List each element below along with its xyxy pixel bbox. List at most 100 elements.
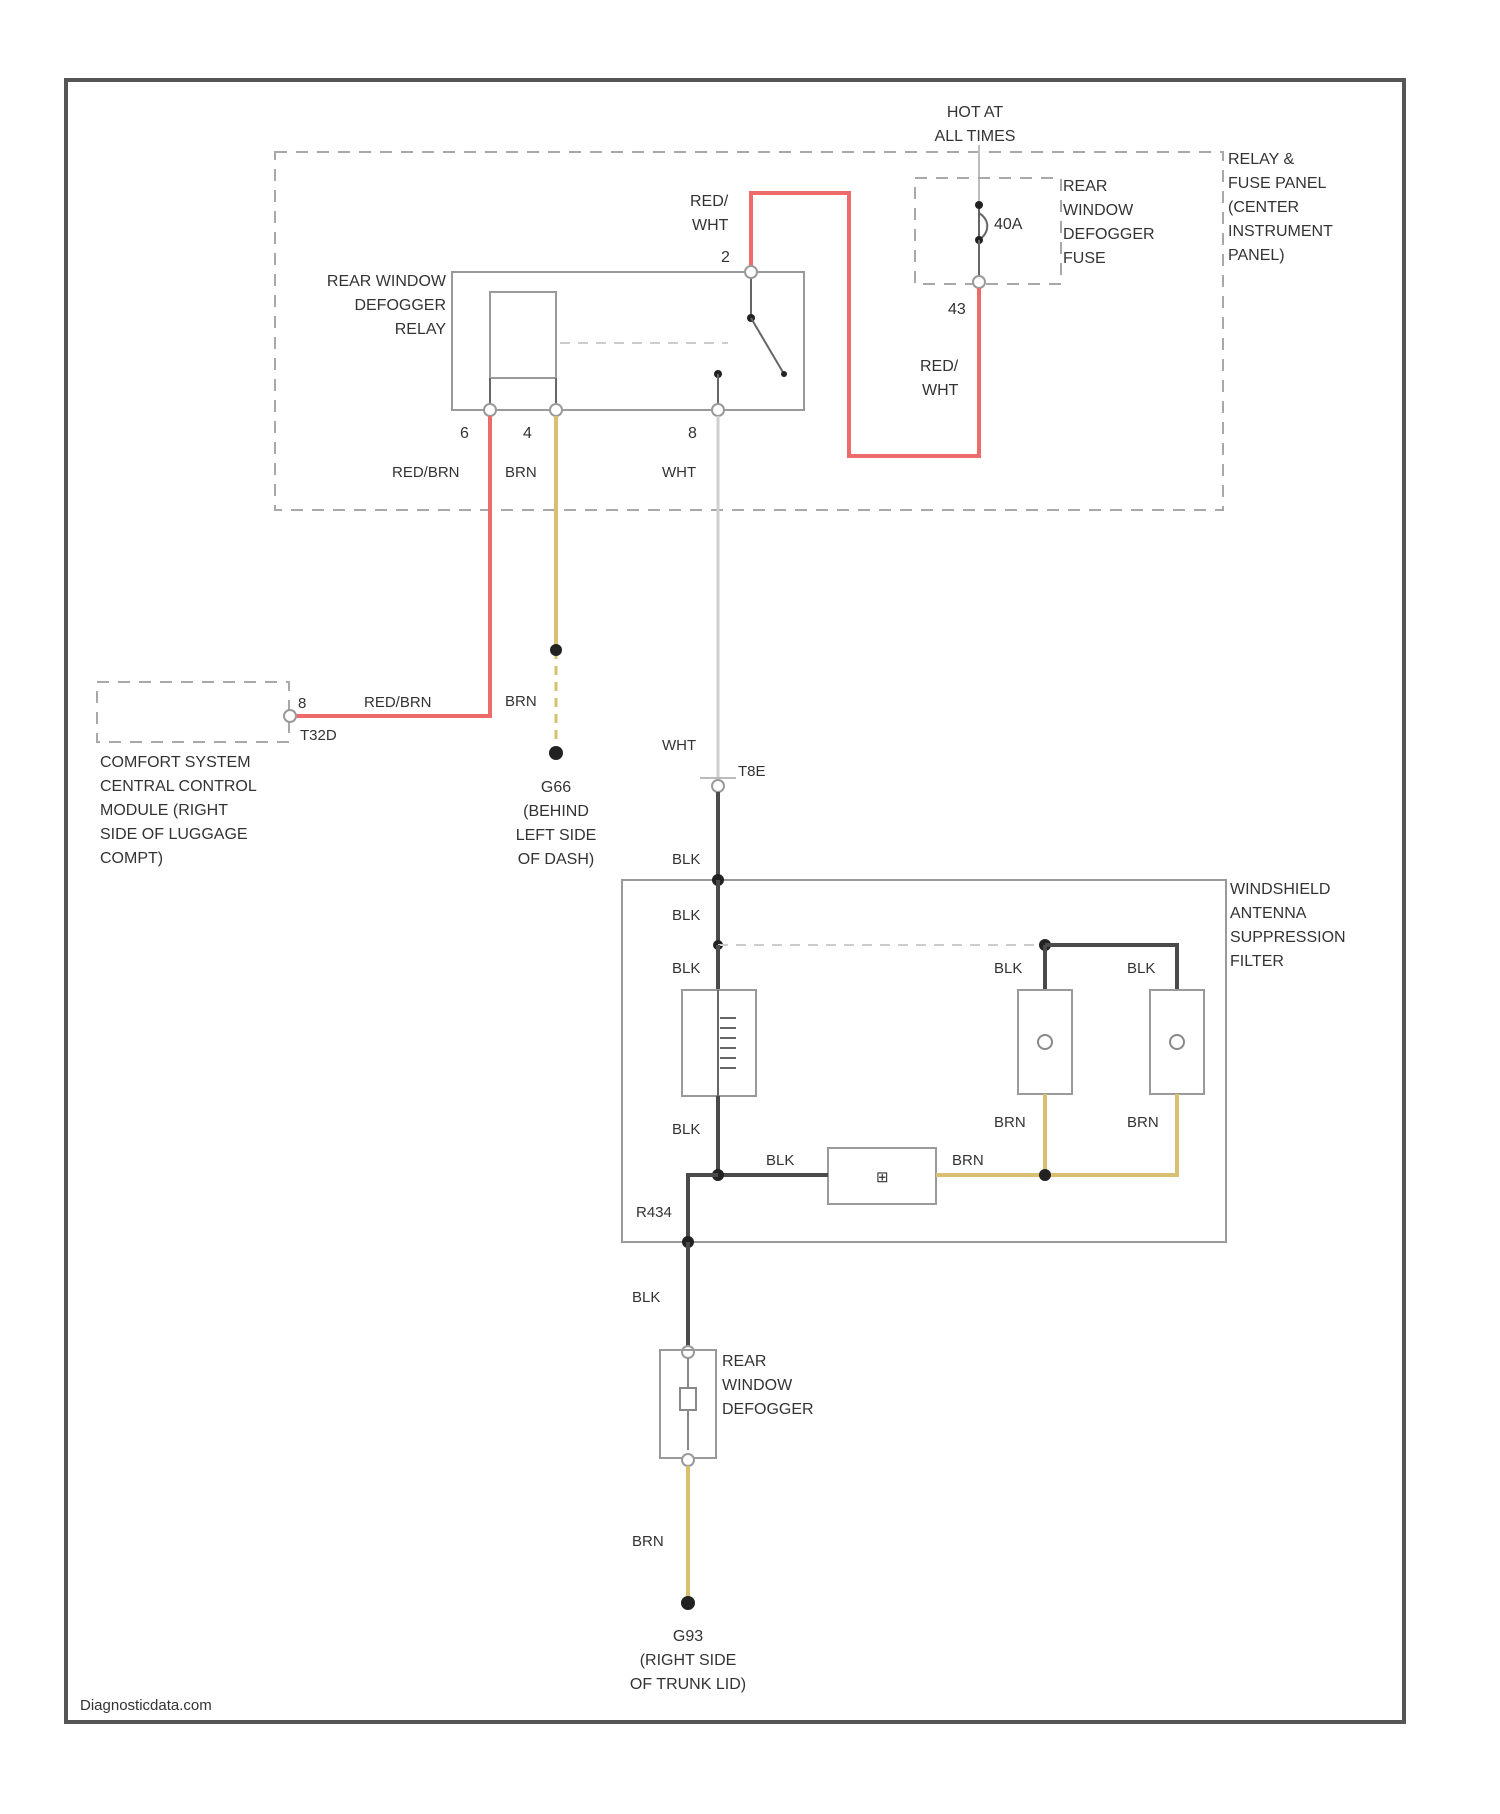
svg-text:REAR: REAR	[1063, 178, 1107, 195]
splice-dot-brn	[550, 644, 562, 656]
svg-text:WHT: WHT	[922, 382, 959, 399]
comfort-module-box	[97, 682, 289, 742]
svg-text:PANEL): PANEL)	[1228, 247, 1285, 264]
svg-text:FUSE: FUSE	[1063, 250, 1106, 267]
watermark: Diagnosticdata.com	[80, 1697, 212, 1714]
capacitor-1-symbol	[1038, 1035, 1052, 1049]
svg-text:WINDOW: WINDOW	[1063, 202, 1134, 219]
fuse-terminal: 43	[948, 301, 966, 318]
ground-g93-label: G93 (RIGHT SIDE OF TRUNK LID)	[630, 1628, 746, 1693]
wire-label-brn-4: BRN	[632, 1533, 664, 1550]
defogger-top-terminal	[682, 1346, 694, 1358]
wire-label-red-brn-relay: RED/BRN	[392, 464, 460, 481]
wire-label-blk-4: BLK	[994, 960, 1022, 977]
resistor-symbol: ⊞	[876, 1169, 889, 1186]
defogger-element-symbol	[680, 1358, 696, 1450]
wire-blk-exit	[688, 1175, 718, 1240]
svg-text:LEFT SIDE: LEFT SIDE	[516, 827, 597, 844]
filter-capacitor-2	[1150, 990, 1204, 1094]
wire-label-brn-3: BRN	[952, 1152, 984, 1169]
antenna-filter-label: WINDSHIELD ANTENNA SUPPRESSION FILTER	[1230, 881, 1346, 970]
ground-g66-label: G66 (BEHIND LEFT SIDE OF DASH)	[516, 779, 597, 868]
svg-text:SUPPRESSION: SUPPRESSION	[1230, 929, 1346, 946]
wire-red-brn	[296, 416, 490, 716]
antenna-filter-box	[622, 880, 1226, 1242]
wire-label-blk-8: BLK	[632, 1289, 660, 1306]
fuse-symbol	[973, 201, 987, 288]
wire-label-brn-relay: BRN	[505, 464, 537, 481]
wire-label-blk-5: BLK	[1127, 960, 1155, 977]
svg-text:OF DASH): OF DASH)	[518, 851, 594, 868]
relay-coil	[490, 292, 556, 378]
svg-text:DEFOGGER: DEFOGGER	[354, 297, 446, 314]
comfort-module-terminal	[284, 710, 296, 722]
svg-text:FUSE PANEL: FUSE PANEL	[1228, 175, 1327, 192]
wire-label-blk-1: BLK	[672, 851, 700, 868]
relay-pin-6-terminal	[484, 404, 496, 416]
svg-text:HOT AT: HOT AT	[947, 104, 1004, 121]
choke-coil-symbol	[718, 990, 736, 1096]
wire-label-blk-2: BLK	[672, 907, 700, 924]
filter-bus-dot-right	[1039, 1169, 1051, 1181]
relay-label: REAR WINDOW DEFOGGER RELAY	[327, 273, 447, 338]
svg-text:(BEHIND: (BEHIND	[523, 803, 589, 820]
relay-pin-8-terminal	[712, 404, 724, 416]
svg-text:OF TRUNK LID): OF TRUNK LID)	[630, 1676, 746, 1693]
wire-red-wht	[751, 193, 979, 456]
svg-text:DEFOGGER: DEFOGGER	[1063, 226, 1155, 243]
wire-label-brn-2: BRN	[1127, 1114, 1159, 1131]
svg-text:DEFOGGER: DEFOGGER	[722, 1401, 814, 1418]
svg-text:SIDE OF LUGGAGE: SIDE OF LUGGAGE	[100, 826, 248, 843]
fuse-rating: 40A	[994, 216, 1023, 233]
defogger-label: REAR WINDOW DEFOGGER	[722, 1353, 814, 1418]
svg-text:RELAY &: RELAY &	[1228, 151, 1294, 168]
svg-text:MODULE (RIGHT: MODULE (RIGHT	[100, 802, 228, 819]
relay-pin-6: 6	[460, 425, 469, 442]
wire-label-wht-connector: WHT	[662, 737, 696, 754]
svg-text:FILTER: FILTER	[1230, 953, 1284, 970]
svg-text:WHT: WHT	[692, 217, 729, 234]
fuse-label: REAR WINDOW DEFOGGER FUSE	[1063, 178, 1155, 267]
wire-label-red-wht-right: RED/ WHT	[920, 358, 959, 399]
hot-at-all-times-label: HOT AT ALL TIMES	[935, 104, 1016, 145]
relay-pin-2-terminal	[745, 266, 757, 278]
wire-blk-right	[1045, 945, 1177, 990]
wire-label-blk-6: BLK	[672, 1121, 700, 1138]
wire-label-brn-1: BRN	[994, 1114, 1026, 1131]
wire-label-blk-3: BLK	[672, 960, 700, 977]
svg-text:REAR WINDOW: REAR WINDOW	[327, 273, 447, 290]
svg-text:INSTRUMENT: INSTRUMENT	[1228, 223, 1333, 240]
svg-text:(RIGHT SIDE: (RIGHT SIDE	[640, 1652, 737, 1669]
filter-terminal-label: R434	[636, 1204, 672, 1221]
svg-text:RED/: RED/	[920, 358, 959, 375]
svg-text:REAR: REAR	[722, 1353, 766, 1370]
relay-pin-4-terminal	[550, 404, 562, 416]
ground-g66-symbol	[549, 746, 563, 760]
svg-text:G66: G66	[541, 779, 571, 796]
svg-text:RELAY: RELAY	[395, 321, 447, 338]
svg-text:COMFORT SYSTEM: COMFORT SYSTEM	[100, 754, 251, 771]
comfort-module-pin: 8	[298, 695, 306, 712]
wire-label-wht-relay: WHT	[662, 464, 696, 481]
diagram-frame	[66, 80, 1404, 1722]
relay-fuse-panel-label: RELAY & FUSE PANEL (CENTER INSTRUMENT PA…	[1228, 151, 1333, 264]
fuse-dashed-box	[915, 178, 1061, 284]
relay-pin-2: 2	[721, 249, 730, 266]
comfort-module-connector: T32D	[300, 727, 337, 744]
svg-text:COMPT): COMPT)	[100, 850, 163, 867]
wire-label-blk-7: BLK	[766, 1152, 794, 1169]
svg-text:WINDOW: WINDOW	[722, 1377, 793, 1394]
svg-text:G93: G93	[673, 1628, 703, 1645]
svg-text:RED/: RED/	[690, 193, 729, 210]
wire-brn-cap-2	[1045, 1094, 1177, 1175]
wire-label-red-wht-top: RED/ WHT	[690, 193, 729, 234]
svg-text:(CENTER: (CENTER	[1228, 199, 1299, 216]
svg-text:ALL TIMES: ALL TIMES	[935, 128, 1016, 145]
relay-pin-4: 4	[523, 425, 532, 442]
connector-t8e-label: T8E	[738, 763, 766, 780]
svg-text:ANTENNA: ANTENNA	[1230, 905, 1307, 922]
capacitor-2-symbol	[1170, 1035, 1184, 1049]
ground-g93-symbol	[681, 1596, 695, 1610]
connector-t8e-terminal	[712, 780, 724, 792]
